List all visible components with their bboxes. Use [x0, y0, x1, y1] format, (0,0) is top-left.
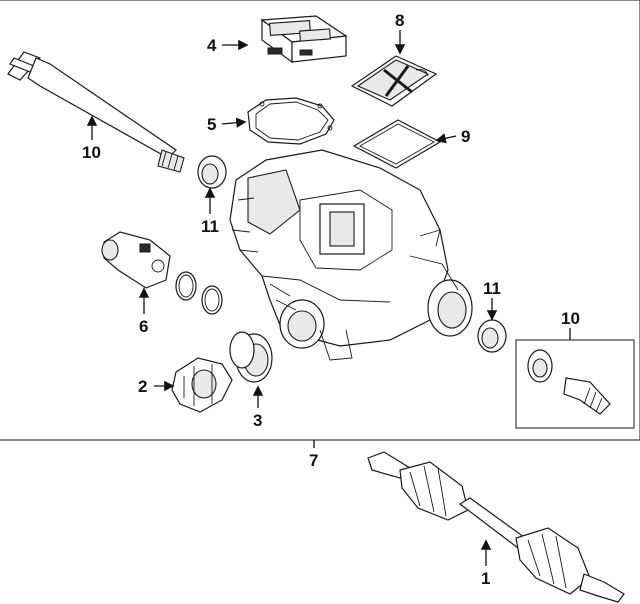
callout-10b: 10	[561, 309, 580, 328]
assembly-frame	[0, 0, 640, 441]
callout-11b: 11	[483, 279, 501, 298]
cover-plate[interactable]	[350, 55, 438, 107]
half-shaft[interactable]	[367, 451, 625, 603]
callout-2: 2	[138, 377, 147, 396]
stub-shaft[interactable]	[527, 349, 611, 415]
sub-assembly-box	[515, 339, 635, 429]
actuator[interactable]	[101, 231, 171, 289]
callout-10a: 10	[82, 143, 101, 162]
leader-5	[221, 117, 247, 128]
flange[interactable]	[171, 357, 233, 413]
callout-11a: 11	[201, 217, 219, 236]
control-module[interactable]	[260, 15, 348, 64]
callout-9: 9	[461, 127, 470, 146]
plate[interactable]	[352, 119, 442, 169]
shaft-left[interactable]	[7, 51, 185, 173]
leader-9	[435, 133, 457, 144]
differential-housing[interactable]	[229, 149, 473, 361]
seal-right[interactable]	[477, 319, 507, 353]
callout-3: 3	[253, 411, 262, 430]
gasket[interactable]	[247, 97, 335, 145]
callout-7: 7	[309, 451, 318, 470]
seal-left[interactable]	[197, 155, 227, 189]
seal-center[interactable]	[229, 331, 273, 383]
o-rings[interactable]	[175, 271, 223, 315]
callout-8: 8	[395, 11, 404, 30]
callout-4: 4	[207, 36, 217, 55]
callout-6: 6	[139, 317, 148, 336]
callout-1: 1	[481, 569, 490, 588]
callout-5: 5	[207, 115, 216, 134]
